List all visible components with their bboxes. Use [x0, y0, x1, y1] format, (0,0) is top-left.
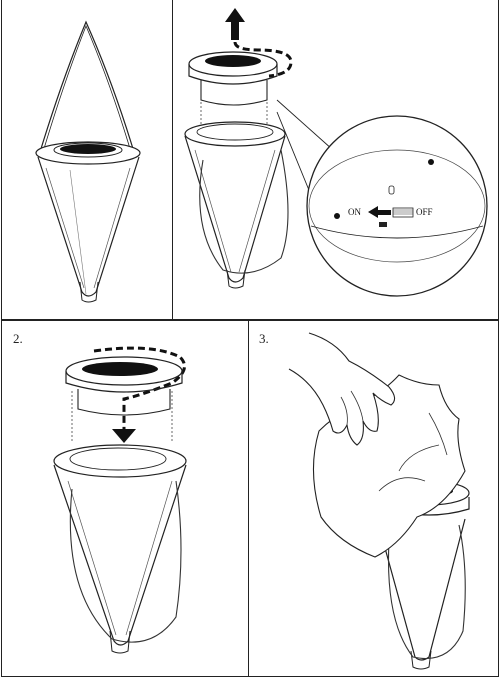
- panel-switch-detail: ON OFF: [172, 0, 499, 320]
- step-number-3: 3.: [259, 331, 269, 346]
- left-arrow-icon: [368, 206, 391, 218]
- cleaning-illustration: [288, 332, 470, 670]
- hanging-lamp-illustration: [35, 20, 141, 303]
- switch-on-label: ON: [348, 207, 361, 217]
- switch-detail-illustration: ON OFF: [184, 8, 488, 297]
- panel-hanging-lamp: [1, 0, 173, 320]
- panel-insert-top: 2.: [1, 320, 249, 677]
- up-arrow-icon: [225, 8, 245, 40]
- panel-clean-panel: 3.: [248, 320, 499, 677]
- insert-top-illustration: [53, 346, 187, 654]
- down-arrow-icon: [112, 429, 136, 443]
- power-switch: [392, 207, 414, 218]
- switch-off-label: OFF: [416, 207, 433, 217]
- step-number-2: 2.: [13, 331, 23, 346]
